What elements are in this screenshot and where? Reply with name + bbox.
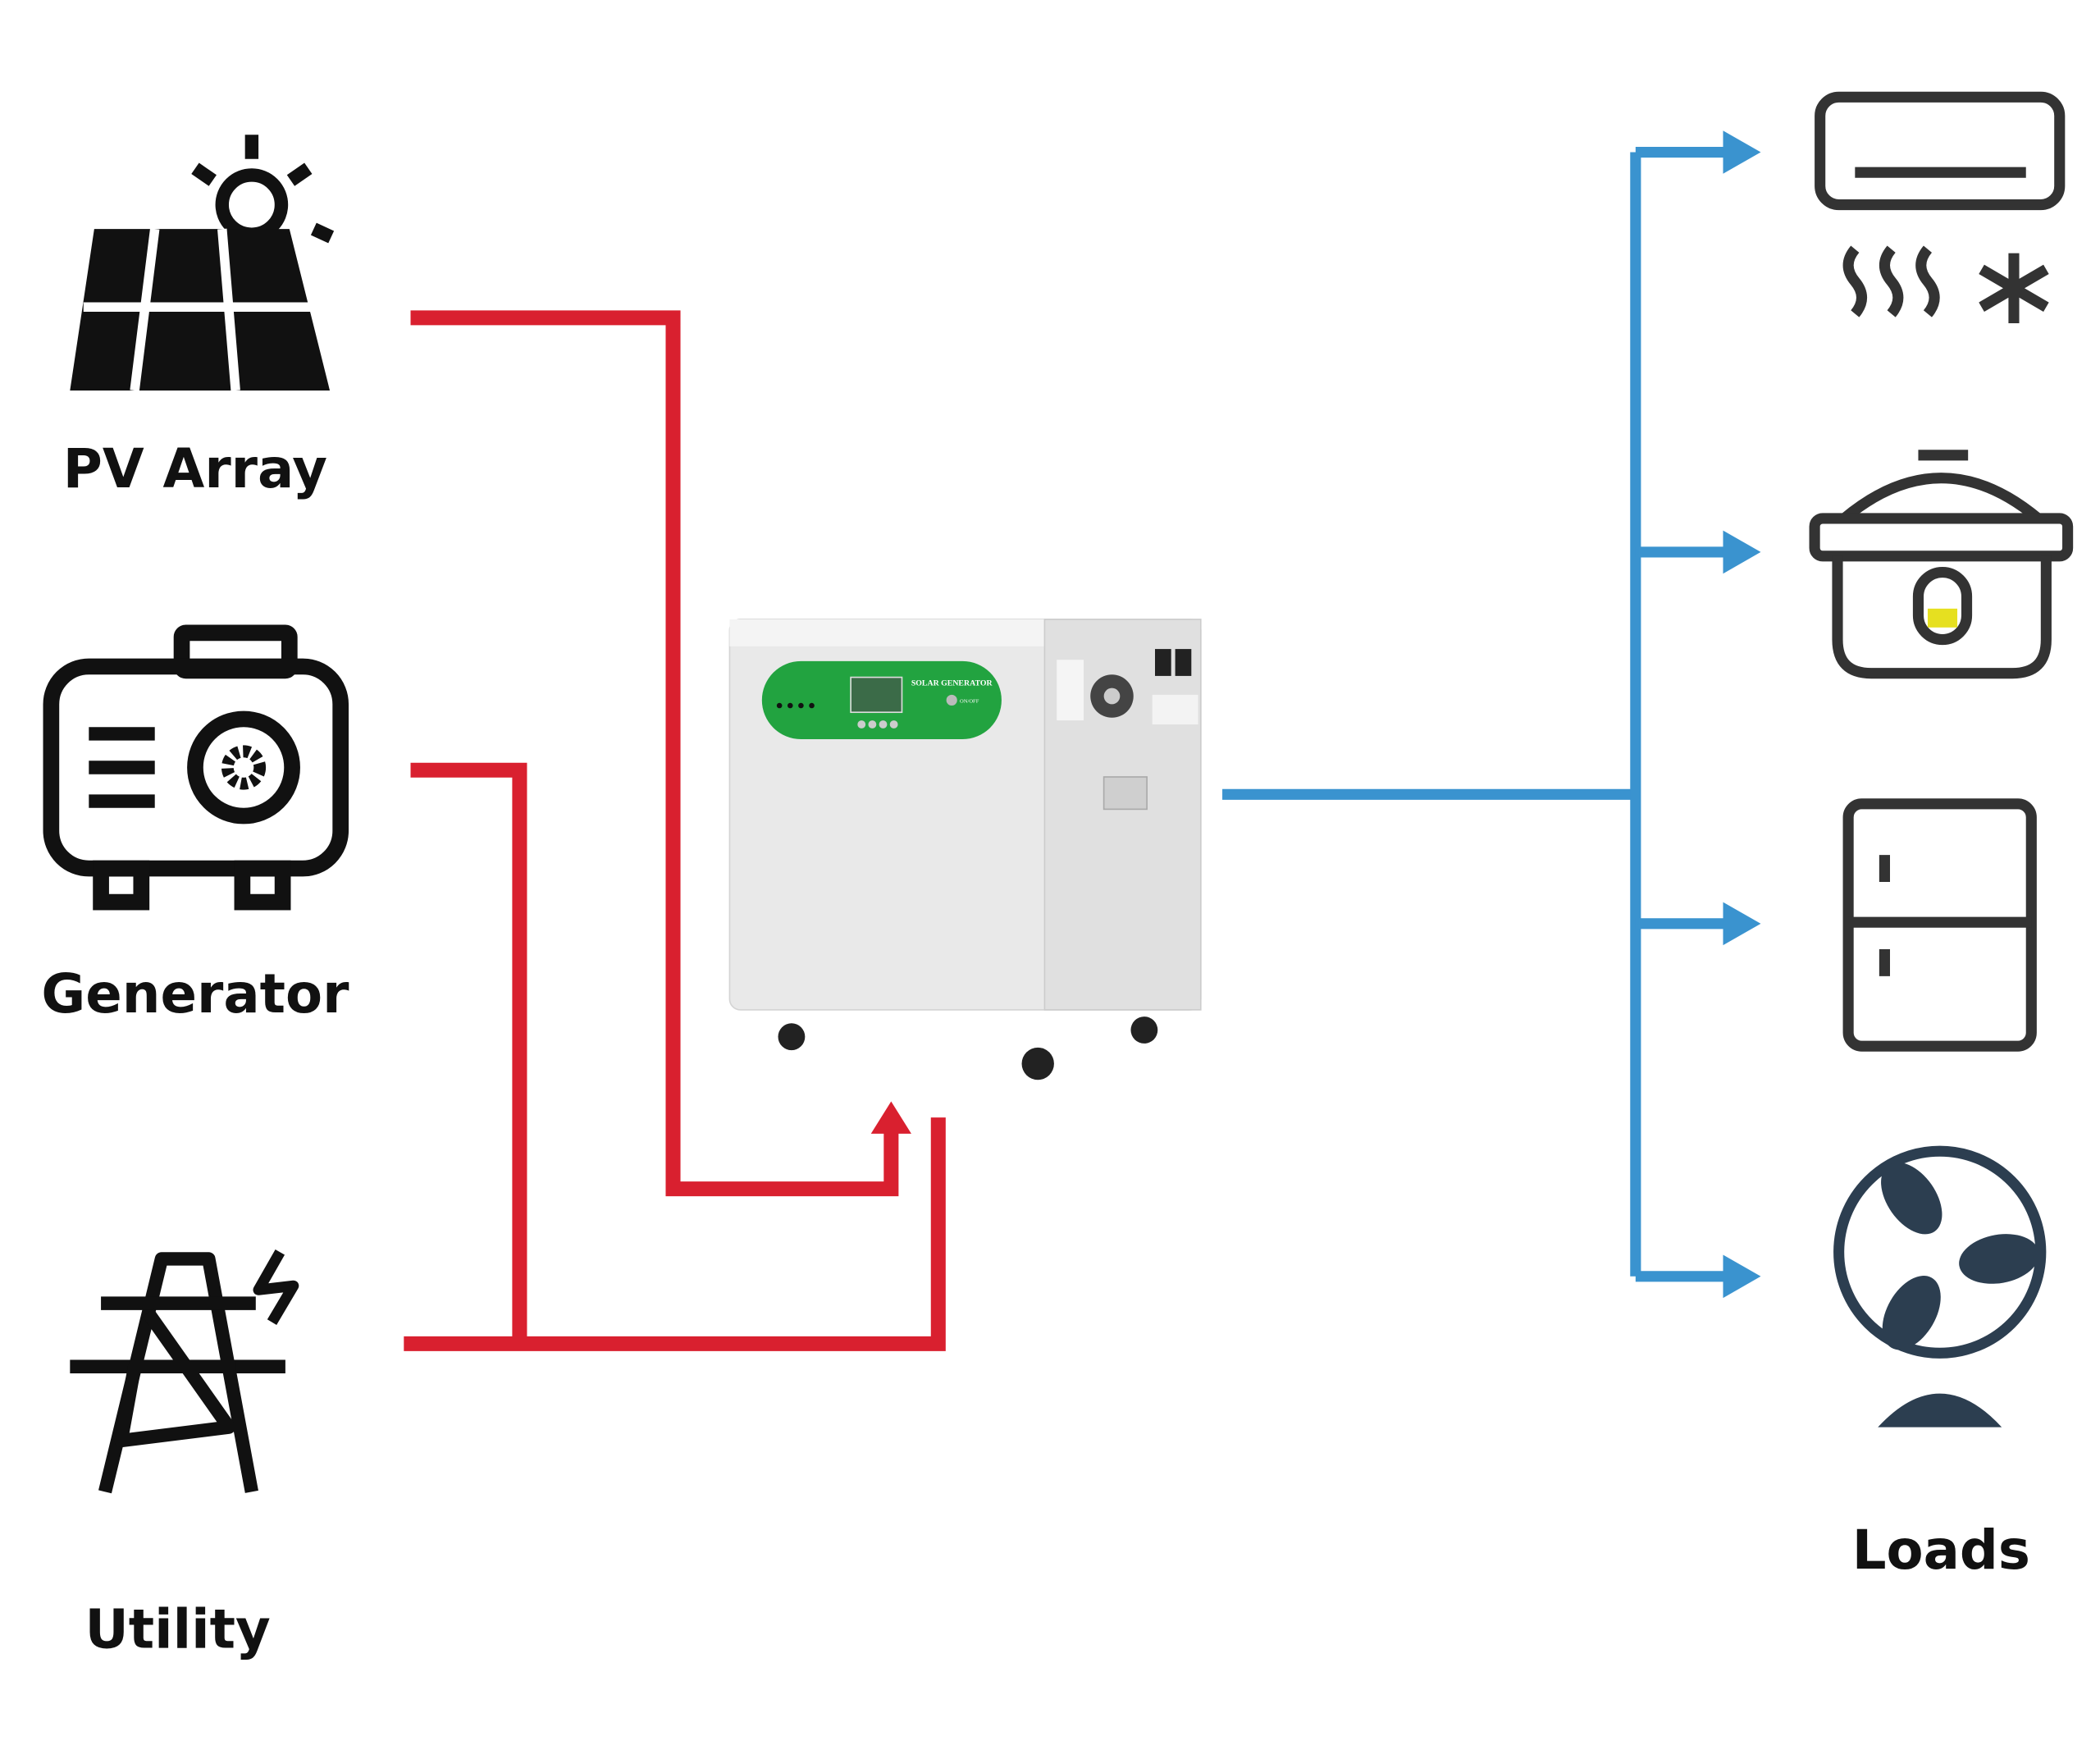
- generator-icon: [43, 624, 349, 911]
- lcd-display: [850, 676, 903, 714]
- utility-line: [404, 1117, 946, 1351]
- device-brand-text: SOLAR GENERATOR: [911, 678, 993, 687]
- air-conditioner-icon: [1815, 91, 2066, 323]
- pv-line: [410, 310, 899, 1197]
- loads-label: Loads: [1852, 1519, 2030, 1582]
- source-label-pv: PV Array: [63, 438, 327, 500]
- source-label-utility: Utility: [84, 1599, 270, 1661]
- source-label-generator: Generator: [41, 963, 349, 1026]
- generator-line: [410, 762, 527, 1344]
- power-tower-icon: [70, 1249, 299, 1494]
- solar-panel-icon: PV Array: [63, 135, 335, 500]
- load-arrow-heads: [1723, 130, 1761, 1299]
- pv-arrow-head: [870, 1101, 911, 1134]
- power-button[interactable]: [946, 694, 957, 706]
- input-lines: [404, 310, 946, 1351]
- solar-generator-device: SOLAR GENERATOR ON/OFF: [728, 619, 1202, 1080]
- power-button-label: ON/OFF: [960, 699, 979, 705]
- output-lines: [1222, 146, 1730, 1282]
- rice-cooker-icon: [1809, 450, 2074, 679]
- fan-icon: [1833, 1145, 2047, 1428]
- refrigerator-icon: [1842, 798, 2037, 1052]
